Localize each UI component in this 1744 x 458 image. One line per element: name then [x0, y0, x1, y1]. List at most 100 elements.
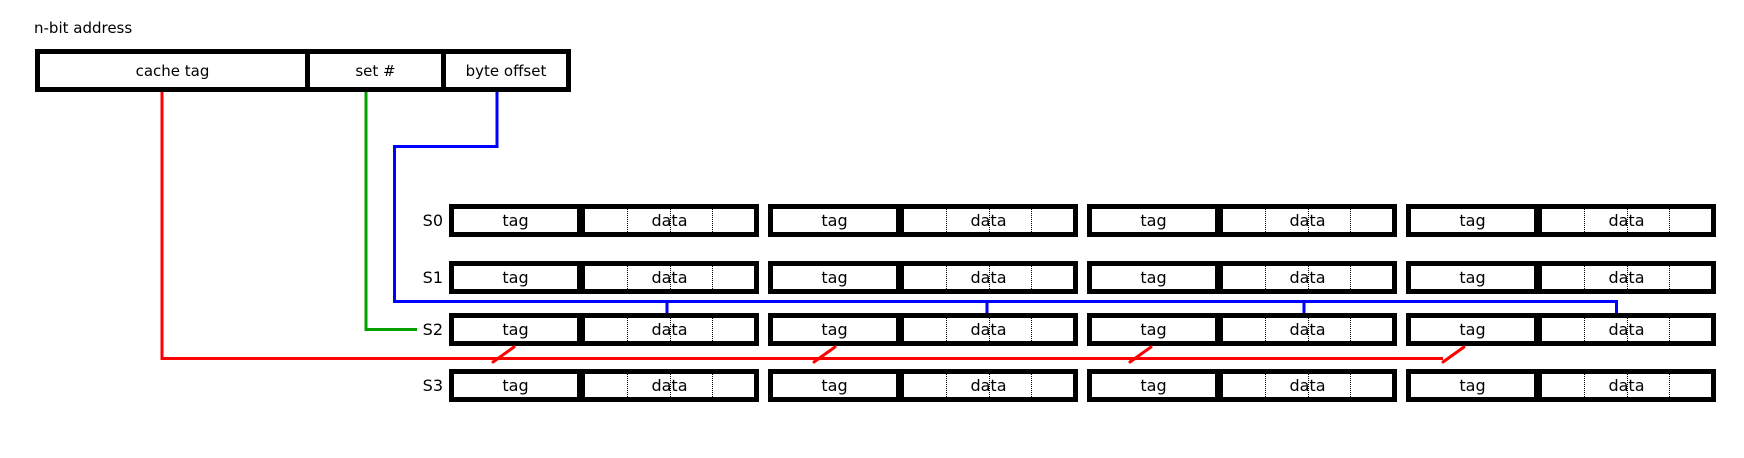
data-cell-label: data [970, 376, 1007, 395]
data-cell-label: data [1608, 211, 1645, 230]
byte-divider [1668, 266, 1670, 289]
byte-divider [1030, 374, 1032, 397]
byte-divider [1349, 266, 1351, 289]
byte-divider [1626, 318, 1628, 341]
data-cell-label: data [1608, 268, 1645, 287]
byte-divider [711, 374, 713, 397]
set-label: S2 [422, 320, 443, 339]
byte-divider [1626, 209, 1628, 232]
set-label: S3 [422, 376, 443, 395]
tag-cell: tag [1092, 318, 1223, 341]
data-cell: data [1542, 374, 1711, 397]
data-cell-label: data [651, 376, 688, 395]
byte-divider [711, 318, 713, 341]
data-cell: data [1542, 209, 1711, 232]
tag-cell: tag [773, 266, 904, 289]
cache-way: tag data [768, 313, 1078, 346]
tag-cell: tag [454, 374, 585, 397]
cache-way: tag data [768, 204, 1078, 237]
cache-way: tag data [1406, 313, 1716, 346]
tag-cell: tag [1092, 209, 1223, 232]
data-cell: data [1542, 318, 1711, 341]
data-cell: data [1223, 209, 1392, 232]
byte-divider [1349, 209, 1351, 232]
byte-divider [627, 318, 629, 341]
cache-way: tag data [449, 313, 759, 346]
address-field-byte-offset: byte offset [441, 54, 566, 87]
data-cell-label: data [1289, 376, 1326, 395]
data-cell: data [904, 318, 1073, 341]
tag-cell: tag [1092, 374, 1223, 397]
byte-divider [1030, 266, 1032, 289]
cache-way: tag data [768, 261, 1078, 294]
address-title: n-bit address [34, 19, 133, 37]
data-cell-label: data [970, 211, 1007, 230]
byte-divider [1584, 374, 1586, 397]
cache-set-row: S0 tag data tag data tag data tag data [0, 204, 1744, 237]
data-cell: data [585, 209, 754, 232]
data-cell-label: data [970, 320, 1007, 339]
data-cell: data [904, 209, 1073, 232]
data-cell-label: data [1289, 211, 1326, 230]
data-cell: data [1223, 318, 1392, 341]
byte-divider [627, 266, 629, 289]
tag-cell: tag [454, 318, 585, 341]
address-box: cache tag set # byte offset [35, 49, 571, 92]
byte-divider [1265, 318, 1267, 341]
byte-divider [988, 374, 990, 397]
data-cell: data [904, 266, 1073, 289]
set-label: S1 [422, 268, 443, 287]
tag-cell: tag [1411, 318, 1542, 341]
data-cell: data [585, 318, 754, 341]
data-cell-label: data [651, 211, 688, 230]
byte-divider [1668, 318, 1670, 341]
byte-divider [669, 374, 671, 397]
cache-way: tag data [449, 369, 759, 402]
data-cell: data [1542, 266, 1711, 289]
set-ways: tag data tag data tag data tag data [449, 204, 1716, 237]
byte-divider [1307, 374, 1309, 397]
tag-cell: tag [1411, 209, 1542, 232]
cache-way: tag data [449, 204, 759, 237]
data-cell-label: data [1608, 320, 1645, 339]
byte-divider [1626, 266, 1628, 289]
byte-divider [1349, 318, 1351, 341]
data-cell-label: data [651, 268, 688, 287]
data-cell: data [904, 374, 1073, 397]
cache-way: tag data [449, 261, 759, 294]
byte-divider [1584, 209, 1586, 232]
byte-divider [1668, 374, 1670, 397]
byte-divider [627, 374, 629, 397]
byte-select-ticks [665, 301, 1306, 313]
tag-cell: tag [1411, 374, 1542, 397]
byte-divider [1626, 374, 1628, 397]
tag-cell: tag [454, 266, 585, 289]
cache-way: tag data [1406, 204, 1716, 237]
byte-divider [946, 374, 948, 397]
data-cell: data [1223, 266, 1392, 289]
byte-divider [1030, 318, 1032, 341]
byte-divider [627, 209, 629, 232]
tag-cell: tag [773, 318, 904, 341]
data-cell-label: data [651, 320, 688, 339]
data-cell-label: data [970, 268, 1007, 287]
set-label: S0 [422, 211, 443, 230]
tag-compare-slashes [491, 345, 1466, 364]
tag-cell: tag [454, 209, 585, 232]
data-cell: data [585, 266, 754, 289]
byte-divider [711, 266, 713, 289]
address-field-cache-tag: cache tag [135, 61, 210, 80]
tag-cell: tag [773, 209, 904, 232]
byte-divider [1265, 209, 1267, 232]
address-field-set-number: set # [305, 54, 441, 87]
byte-divider [1265, 374, 1267, 397]
